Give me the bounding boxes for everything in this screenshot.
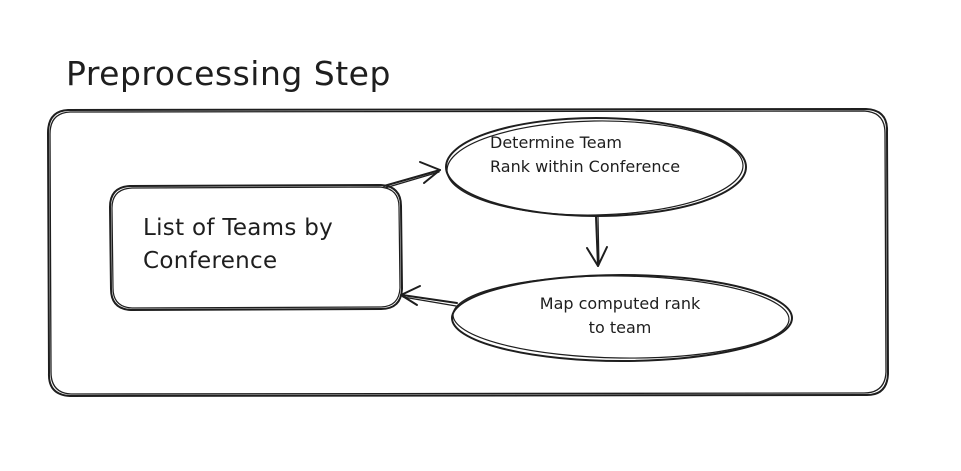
node-determine-rank-label: Determine Team Rank within Conference	[490, 133, 681, 176]
node-list-of-teams-box	[109, 184, 403, 311]
edge-determine-to-map-arrow	[586, 216, 608, 267]
edge-list-to-determine-arrow	[383, 161, 441, 189]
node-list-of-teams-box-sketch	[111, 186, 401, 309]
edge-map-to-list-arrow	[400, 285, 458, 307]
container-frame	[47, 108, 889, 397]
node-map-rank-label: Map computed rank to team	[539, 294, 701, 337]
node-map-rank-ellipse-sketch	[452, 275, 790, 359]
node-map-rank-ellipse	[451, 274, 793, 362]
node-determine-rank-ellipse	[445, 117, 747, 217]
node-determine-rank-ellipse-sketch	[446, 120, 744, 216]
diagram-title: Preprocessing Step	[66, 54, 391, 93]
container-frame-sketch	[49, 110, 887, 395]
node-list-of-teams-label: List of Teams by Conference	[143, 215, 334, 274]
